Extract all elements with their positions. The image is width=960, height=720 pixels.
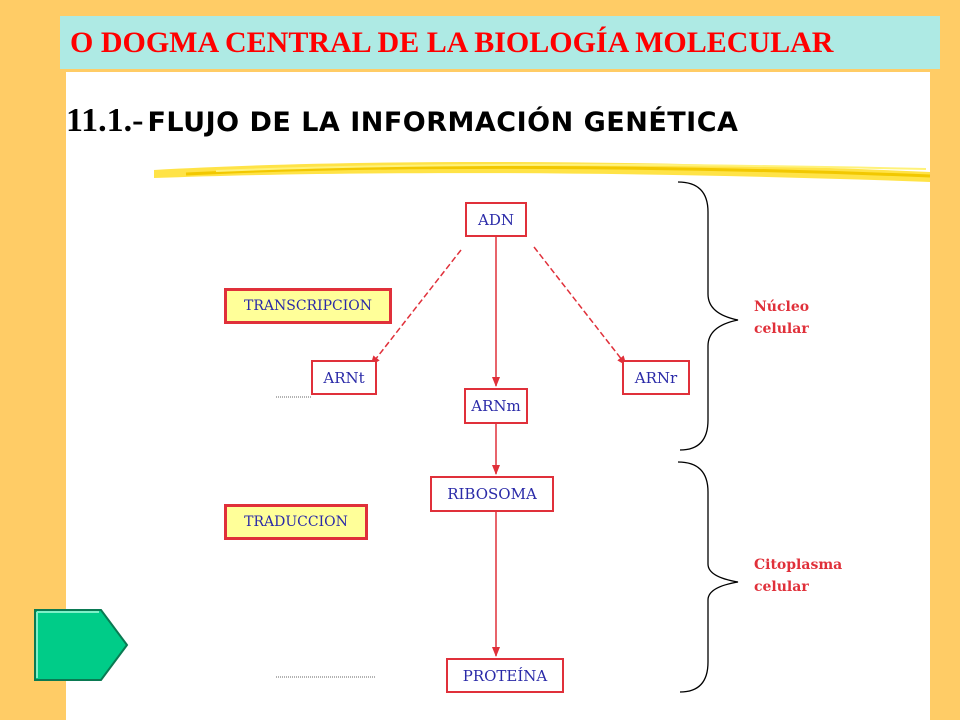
highlighter-underline [154, 161, 930, 182]
process-translation-label: TRADUCCION [244, 514, 348, 530]
node-arnm: ARNm [464, 388, 528, 424]
slide-content: 11.1.- FLUJO DE LA INFORMACIÓN GENÉTICA … [66, 72, 930, 720]
node-proteina-label: PROTEÍNA [462, 666, 548, 685]
arrow-adn-arnt [370, 249, 462, 366]
region-nucleus-line1: Núcleo [754, 299, 810, 315]
node-arnr-label: ARNr [634, 368, 678, 387]
slide-title: O DOGMA CENTRAL DE LA BIOLOGÍA MOLECULAR [60, 16, 940, 69]
next-arrow-icon [34, 609, 129, 681]
section-number: 11.1.- [66, 102, 144, 139]
node-arnr: ARNr [622, 360, 690, 395]
flow-diagram [154, 161, 930, 693]
region-cytoplasm-line1: Citoplasma [754, 557, 843, 573]
process-transcription: TRANSCRIPCION [224, 288, 392, 324]
next-slide-button[interactable] [33, 608, 129, 687]
section-title: FLUJO DE LA INFORMACIÓN GENÉTICA [147, 107, 739, 138]
slide-title-text: O DOGMA CENTRAL DE LA BIOLOGÍA MOLECULAR [70, 25, 834, 59]
node-adn-label: ADN [478, 210, 514, 229]
node-arnt-label: ARNt [323, 368, 365, 387]
process-translation: TRADUCCION [224, 504, 368, 540]
node-proteina: PROTEÍNA [446, 658, 564, 693]
nucleus-brace [677, 181, 739, 451]
section-heading: 11.1.- FLUJO DE LA INFORMACIÓN GENÉTICA [66, 102, 738, 140]
cytoplasm-brace [677, 461, 739, 693]
region-cytoplasm: Citoplasma celular [754, 554, 842, 598]
node-ribosoma-label: RIBOSOMA [447, 485, 537, 503]
node-ribosoma: RIBOSOMA [430, 476, 554, 512]
region-nucleus: Núcleo celular [754, 296, 809, 340]
node-arnt: ARNt [311, 360, 377, 395]
region-nucleus-line2: celular [754, 321, 809, 337]
arrow-adn-arnr [533, 246, 627, 366]
process-transcription-label: TRANSCRIPCION [243, 298, 372, 314]
region-cytoplasm-line2: celular [754, 579, 809, 595]
node-adn: ADN [465, 202, 527, 237]
node-arnm-label: ARNm [471, 397, 521, 415]
